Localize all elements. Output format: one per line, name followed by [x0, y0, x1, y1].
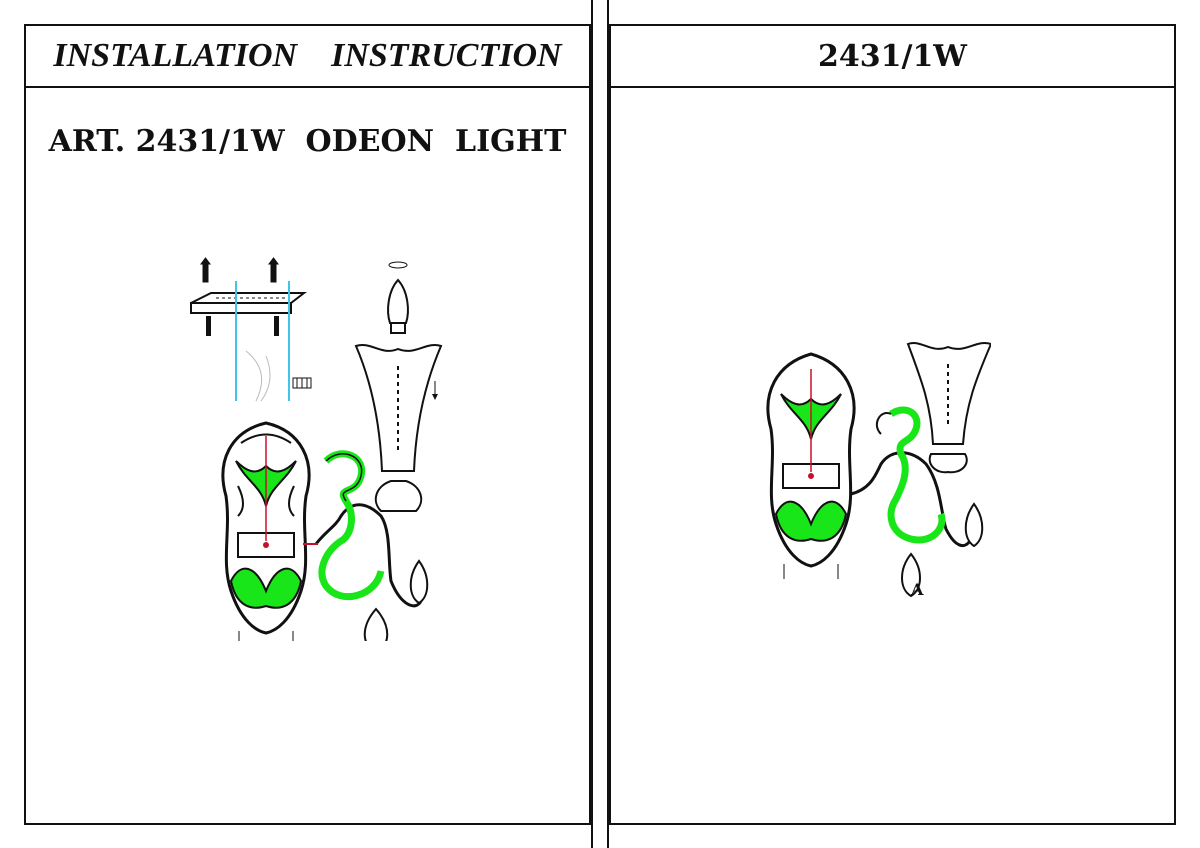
instruction-panel: INSTALLATION INSTRUCTION ART. 2431/1W OD…	[24, 24, 591, 825]
bulb-icon	[387, 261, 409, 334]
screw-icon	[200, 257, 279, 283]
model-number: 2431/1W	[817, 38, 968, 74]
backplate-ornament	[221, 421, 311, 641]
scroll-arm	[303, 450, 423, 608]
backplate-ornament	[766, 352, 856, 579]
candle-cup	[354, 343, 443, 472]
crystal-drop	[363, 559, 429, 641]
mounting-bracket-icon	[190, 292, 307, 314]
scroll-arm	[850, 406, 973, 547]
assembled-view-panel: 2431/1W A	[609, 24, 1176, 825]
instruction-header: INSTALLATION INSTRUCTION	[26, 26, 589, 88]
center-divider-right	[607, 0, 609, 848]
crystal-drop	[901, 502, 984, 598]
candle-cup	[906, 341, 991, 474]
model-header: 2431/1W	[611, 26, 1174, 88]
wire-connector-icon	[292, 377, 312, 389]
part-label-a: A	[911, 580, 924, 599]
article-line: ART. 2431/1W ODEON LIGHT	[48, 124, 567, 159]
title-instruction: INSTRUCTION	[331, 37, 562, 74]
assembled-fixture-drawing	[766, 341, 991, 598]
center-divider-left	[591, 0, 593, 848]
exploded-assembly-drawing	[190, 257, 443, 641]
title-installation: INSTALLATION	[53, 37, 298, 74]
